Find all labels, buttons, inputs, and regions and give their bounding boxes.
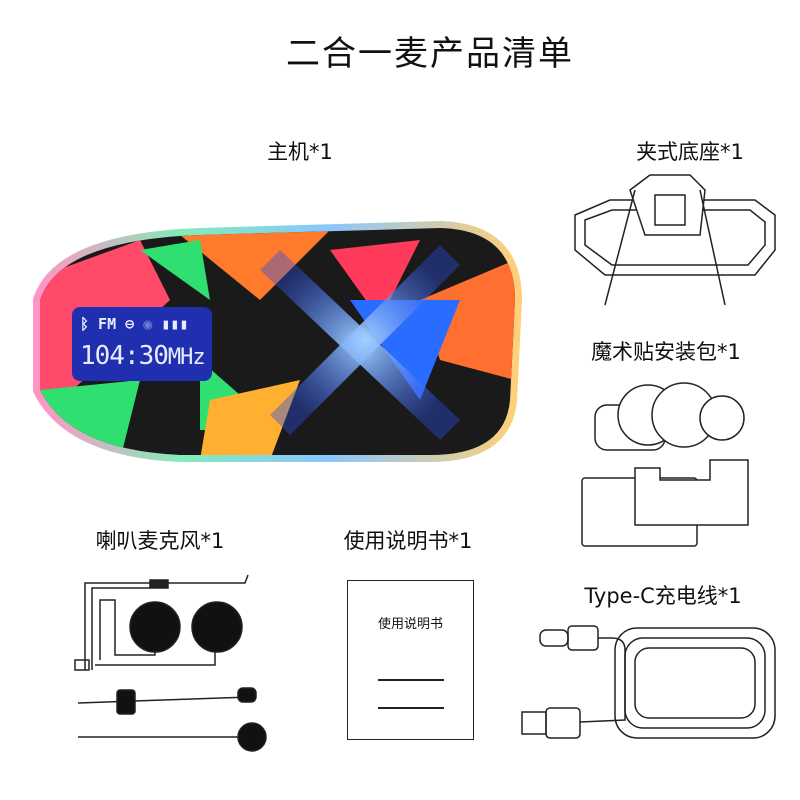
- label-typec-cable: Type-C充电线*1: [584, 584, 742, 608]
- lcd-mode: FM: [98, 315, 117, 333]
- main-unit-image: [33, 220, 523, 462]
- lcd-display: ᛒ FM ⊖ ◉ ▮▮▮ 104:30MHz: [72, 307, 212, 381]
- label-main-unit: 主机*1: [267, 140, 333, 164]
- divider: [378, 679, 444, 681]
- link-icon: ⊖: [125, 315, 135, 333]
- label-clip-mount: 夹式底座*1: [636, 140, 744, 164]
- manual-cover-text: 使用说明书: [377, 617, 443, 632]
- label-speaker-mic: 喇叭麦克风*1: [95, 529, 225, 553]
- manual-image: 使用说明书: [347, 580, 474, 740]
- record-icon: ◉: [143, 315, 153, 333]
- label-manual: 使用说明书*1: [343, 529, 473, 553]
- bluetooth-icon: ᛒ: [80, 315, 90, 333]
- divider: [378, 707, 444, 709]
- label-velcro-kit: 魔术贴安装包*1: [591, 340, 741, 364]
- speaker-mic-image: [74, 574, 267, 752]
- lcd-frequency: 104:30: [80, 341, 169, 371]
- velcro-kit-image: [581, 382, 749, 547]
- battery-icon: ▮▮▮: [161, 315, 189, 333]
- clip-mount-image: [574, 174, 776, 306]
- typec-cable-image: [521, 625, 776, 739]
- lcd-unit: MHz: [167, 345, 206, 370]
- page-title: 二合一麦产品清单: [286, 34, 574, 74]
